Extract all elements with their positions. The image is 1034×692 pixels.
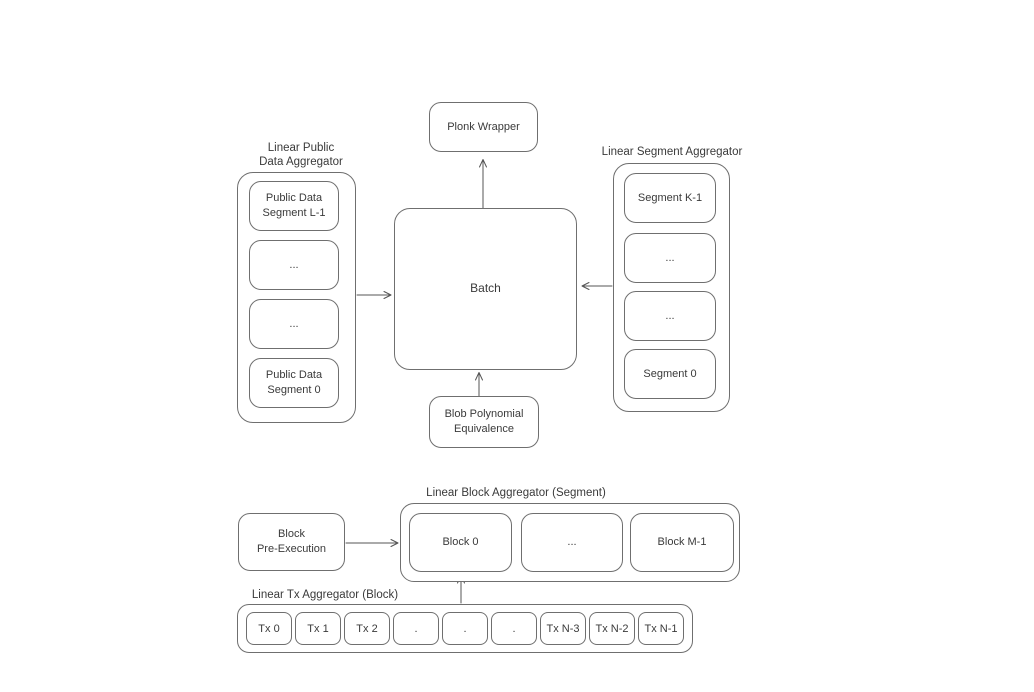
block-0-node: Block 0 bbox=[409, 513, 512, 572]
blob-polynomial-equivalence-node: Blob Polynomial Equivalence bbox=[429, 396, 539, 448]
tx-n2-node: Tx N-2 bbox=[589, 612, 635, 645]
arrow-public-data-to-batch bbox=[356, 291, 392, 299]
plonk-wrapper-node: Plonk Wrapper bbox=[429, 102, 538, 152]
arrow-segment-to-batch bbox=[581, 282, 613, 290]
tx-aggregator-container: Tx 0 Tx 1 Tx 2 . . . Tx N-3 Tx N-2 Tx N-… bbox=[237, 604, 693, 653]
segment-aggregator-title: Linear Segment Aggregator bbox=[601, 146, 743, 158]
block-pre-execution-node: Block Pre-Execution bbox=[238, 513, 345, 571]
tx-dot-node-1: . bbox=[393, 612, 439, 645]
tx-0-node: Tx 0 bbox=[246, 612, 292, 645]
tx-aggregator-title: Linear Tx Aggregator (Block) bbox=[251, 589, 399, 601]
public-data-segment-l1-node: Public Data Segment L-1 bbox=[249, 181, 339, 231]
arrow-pre-execution-to-block-aggregator bbox=[345, 539, 399, 547]
block-m1-node: Block M-1 bbox=[630, 513, 734, 572]
public-data-ellipsis-node-2: ... bbox=[249, 299, 339, 349]
tx-n1-node: Tx N-1 bbox=[638, 612, 684, 645]
tx-1-node: Tx 1 bbox=[295, 612, 341, 645]
public-data-segment-0-node: Public Data Segment 0 bbox=[249, 358, 339, 408]
segment-0-node: Segment 0 bbox=[624, 349, 716, 399]
public-data-ellipsis-node-1: ... bbox=[249, 240, 339, 290]
arrow-batch-to-plonk-wrapper bbox=[479, 159, 487, 209]
public-data-aggregator-title: Linear Public Data Aggregator bbox=[259, 142, 343, 169]
tx-dot-node-3: . bbox=[491, 612, 537, 645]
tx-dot-node-2: . bbox=[442, 612, 488, 645]
arrow-blob-equivalence-to-batch bbox=[475, 372, 483, 397]
tx-n3-node: Tx N-3 bbox=[540, 612, 586, 645]
segment-ellipsis-node-1: ... bbox=[624, 233, 716, 283]
block-aggregator-title: Linear Block Aggregator (Segment) bbox=[426, 487, 606, 499]
block-ellipsis-node: ... bbox=[521, 513, 623, 572]
batch-node: Batch bbox=[394, 208, 577, 370]
tx-2-node: Tx 2 bbox=[344, 612, 390, 645]
segment-k1-node: Segment K-1 bbox=[624, 173, 716, 223]
segment-ellipsis-node-2: ... bbox=[624, 291, 716, 341]
